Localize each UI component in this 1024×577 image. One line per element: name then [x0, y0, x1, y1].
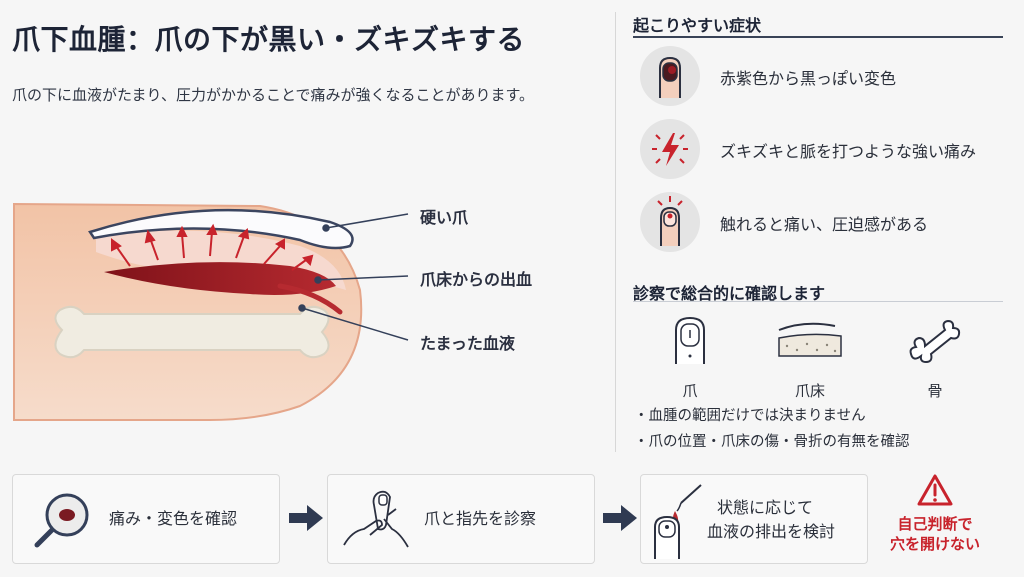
nail-bed-icon [778, 322, 842, 357]
symptom-text: ズキズキと脈を打つような強い痛み [720, 142, 977, 161]
symptom-item: 触れると痛い、圧迫感がある [640, 192, 1020, 252]
bleeding-streak [277, 283, 343, 315]
vertical-divider [615, 12, 616, 452]
flow-step-text: 血液の排出を検討 [707, 522, 836, 541]
throbbing-pain-icon [640, 119, 700, 179]
callout-hard-nail: 硬い爪 [420, 208, 469, 227]
exam-label-nail-bed: 爪床 [794, 382, 825, 400]
flow-step-check: 痛み・変色を確認 [12, 474, 280, 564]
exam-label-nail: 爪 [682, 382, 698, 400]
page-title: 爪下血腫：爪の下が黒い・ズキズキする [12, 23, 526, 56]
flow-step-text: 状態に応じて [717, 498, 814, 517]
dark-nail-icon [640, 46, 700, 106]
flow-arrow-icon [289, 505, 323, 531]
flow-step-examine: 爪と指先を診察 [327, 474, 595, 564]
hard-nail [88, 208, 354, 250]
exam-label-bone: 骨 [927, 382, 943, 400]
warning-text: 穴を開けない [889, 535, 980, 553]
symptom-text: 赤紫色から黒っぽい変色 [720, 69, 897, 88]
pressure-finger-icon [640, 192, 700, 252]
page-subtitle: 爪の下に血液がたまり、圧力がかかることで痛みが強くなることがあります。 [12, 86, 535, 104]
callout-pooled-blood: たまった血液 [420, 334, 515, 353]
callout-leaders [298, 213, 409, 341]
flow-step-text: 爪と指先を診察 [424, 509, 537, 528]
symptoms-rule [633, 36, 1003, 38]
symptom-text: 触れると痛い、圧迫感がある [720, 215, 929, 234]
exam-item-bone: 骨 [885, 316, 985, 401]
exam-rule [633, 301, 1003, 302]
warning-icon [917, 474, 953, 506]
exam-note: ・血腫の範囲だけでは決まりません [634, 408, 866, 424]
flow-step-text: 痛み・変色を確認 [109, 509, 238, 528]
exam-note: ・爪の位置・爪床の傷・骨折の有無を確認 [634, 434, 910, 450]
hands-examining-icon [343, 490, 409, 548]
self-drainage-warning: 自己判断で 穴を開けない [875, 474, 995, 554]
pressure-arrows [111, 223, 314, 271]
magnifier-icon [34, 493, 89, 548]
flow-step-drainage: 状態に応じて 血液の排出を検討 [640, 474, 868, 564]
symptom-item: 赤紫色から黒っぽい変色 [640, 46, 1020, 106]
finger-cross-section-svg [13, 202, 409, 421]
bone-icon [909, 319, 961, 364]
symptoms-title: 起こりやすい症状 [633, 16, 762, 35]
drainage-icon [654, 484, 702, 559]
flow-arrow-icon [603, 505, 637, 531]
exam-title: 診察で総合的に確認します [633, 284, 826, 303]
symptom-item: ズキズキと脈を打つような強い痛み [640, 119, 1020, 179]
nail-icon [675, 316, 705, 364]
warning-text: 自己判断で [897, 515, 973, 533]
exam-item-nail: 爪 [640, 316, 740, 401]
bone [54, 305, 330, 359]
finger-cross-section-illustration: 硬い爪 爪床からの出血 たまった血液 [0, 180, 600, 430]
callout-nail-bed-bleeding: 爪床からの出血 [420, 270, 533, 289]
exam-item-nail-bed: 爪床 [760, 316, 860, 401]
